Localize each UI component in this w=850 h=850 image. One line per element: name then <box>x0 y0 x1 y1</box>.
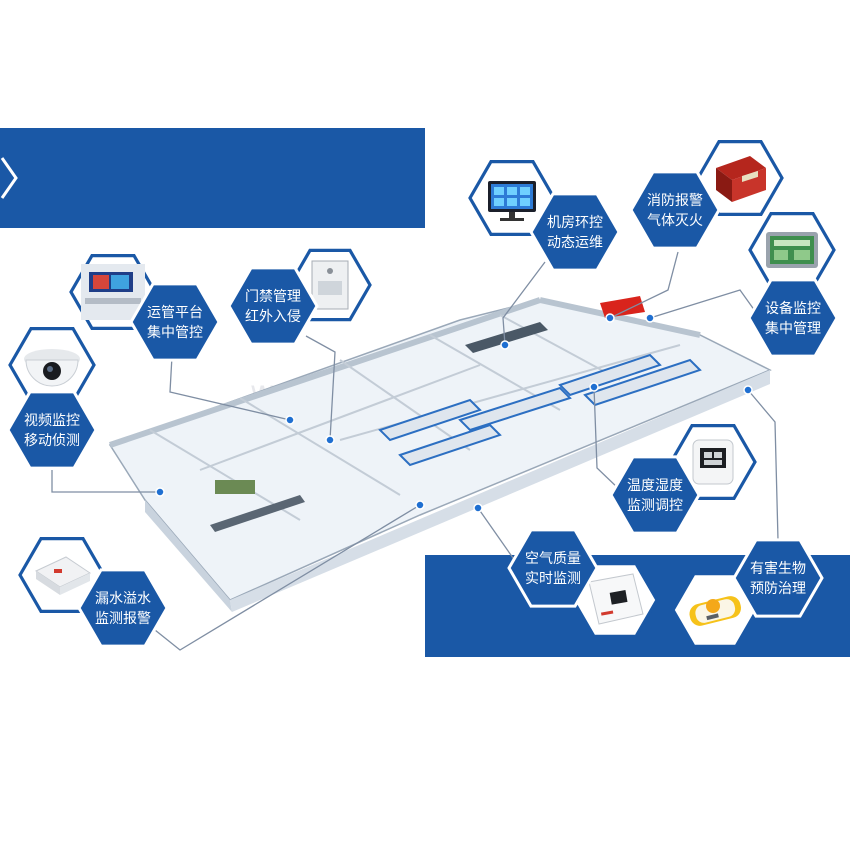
anchor-dot-equipment <box>645 313 655 323</box>
feature-label-water-leak: 漏水溢水监测报警 <box>95 591 151 627</box>
touch-panel-icon <box>748 212 836 288</box>
building-floorplan <box>108 296 772 612</box>
feature-operations[interactable]: 运管平台集中管控 <box>129 282 221 362</box>
feature-fire-alarm[interactable]: 消防报警气体灭火 <box>629 170 721 250</box>
anchor-dot-machine-room <box>500 340 510 350</box>
feature-label-operations: 运管平台集中管控 <box>147 305 203 341</box>
connector-operations <box>169 355 291 421</box>
top-left-banner <box>0 128 425 228</box>
connector-access-control <box>305 335 336 441</box>
feature-air-quality[interactable]: 空气质量实时监测 <box>507 528 599 608</box>
feature-label-video: 视频监控移动侦测 <box>24 413 80 449</box>
anchor-dot-water-leak <box>415 500 425 510</box>
pest-device-icon <box>671 571 759 649</box>
connector-machine-room <box>502 261 546 346</box>
air-sensor-icon <box>571 561 659 639</box>
feature-label-fire-alarm: 消防报警气体灭火 <box>647 193 703 229</box>
feature-machine-room[interactable]: 机房环控动态运维 <box>529 192 621 272</box>
feature-video[interactable]: 视频监控移动侦测 <box>6 390 98 470</box>
anchor-dot-temperature <box>589 382 599 392</box>
fire-panel-icon <box>696 140 784 216</box>
feature-water-leak[interactable]: 漏水溢水监测报警 <box>77 568 169 648</box>
anchor-dot-access-control <box>325 435 335 445</box>
connector-temperature <box>593 386 621 491</box>
feature-label-machine-room: 机房环控动态运维 <box>547 215 603 251</box>
anchor-dot-video <box>155 487 165 497</box>
anchor-dot-pest <box>743 385 753 395</box>
connector-lines <box>51 251 779 651</box>
feature-temperature[interactable]: 温度湿度监测调控 <box>609 455 701 535</box>
feature-label-air-quality: 空气质量实时监测 <box>525 551 581 587</box>
feature-pest[interactable]: 有害生物预防治理 <box>732 538 824 618</box>
feature-label-access-control: 门禁管理红外入侵 <box>245 289 301 325</box>
monitor-icon <box>468 160 556 236</box>
connector-water-leak <box>154 504 421 651</box>
control-room-icon <box>69 254 157 330</box>
connector-air-quality <box>477 507 521 569</box>
feature-label-equipment: 设备监控集中管理 <box>765 300 821 337</box>
connector-video <box>51 470 160 493</box>
banner-chevron <box>0 157 18 199</box>
feature-label-pest: 有害生物预防治理 <box>750 561 806 597</box>
feature-label-temperature: 温度湿度监测调控 <box>627 478 683 514</box>
feature-access-control[interactable]: 门禁管理红外入侵 <box>227 266 319 346</box>
connector-fire-alarm <box>609 251 679 319</box>
connector-equipment <box>649 289 761 319</box>
anchor-dot-fire-alarm <box>605 313 615 323</box>
connector-pest <box>747 389 779 541</box>
anchor-dot-air-quality <box>473 503 483 513</box>
anchor-dot-operations <box>285 415 295 425</box>
feature-equipment[interactable]: 设备监控集中管理 <box>747 278 839 358</box>
